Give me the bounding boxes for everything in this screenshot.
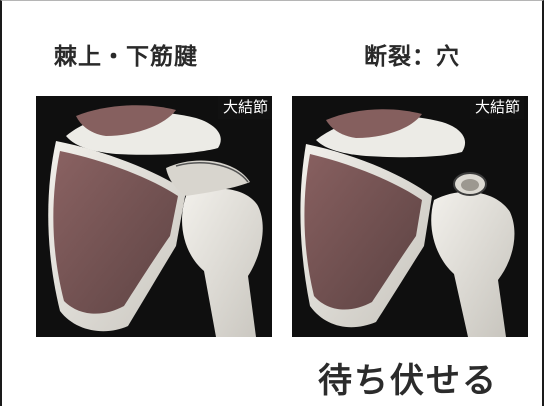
greater-tubercle-tag: 大結節: [470, 96, 524, 119]
greater-tubercle-tag: 大結節: [218, 96, 272, 119]
right-heading: 断裂：穴: [364, 37, 460, 71]
ambush-caption: 待ち伏せる: [318, 353, 498, 402]
rotator-cuff-muscle: [304, 154, 422, 310]
shoulder-illustration-intact: 大結節: [36, 96, 272, 337]
shoulder-intact-drawing: [36, 96, 272, 337]
left-heading: 棘上・下筋腱: [54, 37, 198, 71]
shoulder-illustration-torn: 大結節: [292, 96, 528, 337]
shoulder-torn-drawing: [292, 96, 528, 337]
humerus-shape: [431, 192, 514, 337]
tendon-tear-inner: [461, 179, 479, 191]
humerus-shape: [182, 189, 263, 337]
rotator-cuff-muscle: [53, 151, 178, 314]
